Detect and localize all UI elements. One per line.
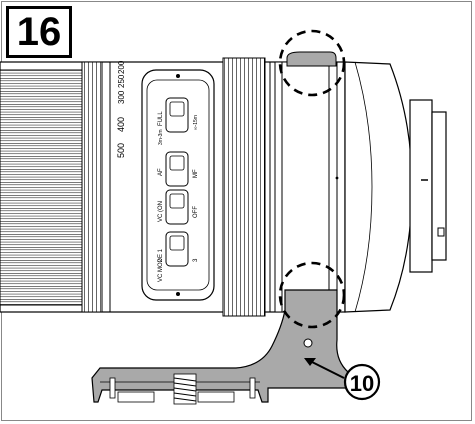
- tripod-foot: [91, 289, 357, 405]
- vc-off-label: OFF: [193, 206, 199, 218]
- rear-taper: [344, 61, 413, 313]
- focal-length-200: 200: [117, 60, 126, 74]
- callout-10: 10: [343, 363, 381, 401]
- vc-mode-switch[interactable]: VC MODE 1 2 3: [158, 231, 199, 282]
- vc-mode-3-label: 3: [193, 258, 199, 262]
- tripod-collar-ring: [274, 61, 338, 313]
- tripod-foot-top-tab: [286, 51, 337, 67]
- mf-label: MF: [193, 169, 199, 178]
- focus-limiter-near-label: ∞-15m: [193, 115, 199, 130]
- zoom-grip: [0, 69, 83, 306]
- callout-number: 10: [350, 371, 374, 396]
- highlight-circle-bottom: [278, 261, 346, 329]
- focal-length-500: 500: [116, 143, 126, 158]
- tripod-screw: [173, 373, 197, 405]
- af-label: AF: [158, 168, 164, 176]
- focus-limiter-label: FULL: [158, 111, 164, 126]
- focal-length-400: 400: [116, 117, 126, 132]
- vc-switch[interactable]: VC (ON OFF: [158, 189, 199, 225]
- switch-panel: FULL ∞-15m 3m-3m AF MF VC (ON OFF: [141, 69, 215, 301]
- vc-label: VC (ON: [158, 201, 164, 222]
- lens-mount: [409, 99, 433, 273]
- callout-arrow: [304, 358, 345, 379]
- focal-length-scale: 500 400 300 250 200: [116, 60, 126, 158]
- af-mf-switch[interactable]: AF MF: [158, 151, 199, 187]
- lens-barrel: [0, 57, 447, 317]
- vc-mode-label: VC MODE 1: [158, 248, 164, 282]
- focal-length-250: 250: [117, 74, 126, 88]
- highlight-circle-top: [278, 29, 346, 97]
- focus-ring: [222, 57, 266, 317]
- vc-mode-2-label: 2: [158, 258, 164, 262]
- step-number-badge: 16: [6, 6, 72, 58]
- focus-limiter-far-label: 3m-3m: [158, 129, 164, 145]
- focal-length-300: 300: [117, 90, 126, 104]
- focus-limiter-switch[interactable]: FULL ∞-15m 3m-3m: [158, 97, 199, 145]
- zoom-ring-ribs: [81, 61, 103, 313]
